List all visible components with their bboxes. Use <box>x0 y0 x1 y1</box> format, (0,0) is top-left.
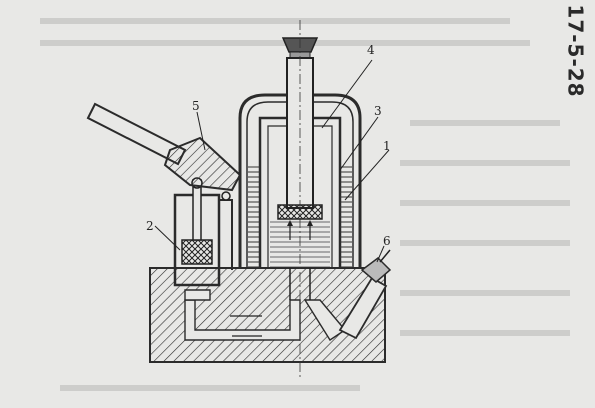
callout-leaders <box>154 59 390 263</box>
pump-handle <box>86 102 242 192</box>
label-3: 3 <box>374 104 382 118</box>
jack-base-body <box>149 267 386 363</box>
label-6: 6 <box>383 234 391 248</box>
label-2: 2 <box>146 219 154 233</box>
callout-labels: 1 2 3 4 5 6 <box>146 43 391 248</box>
label-5: 5 <box>192 99 200 113</box>
label-1: 1 <box>383 139 391 153</box>
large-piston <box>270 20 330 380</box>
release-valve <box>338 249 392 340</box>
label-4: 4 <box>367 43 375 57</box>
